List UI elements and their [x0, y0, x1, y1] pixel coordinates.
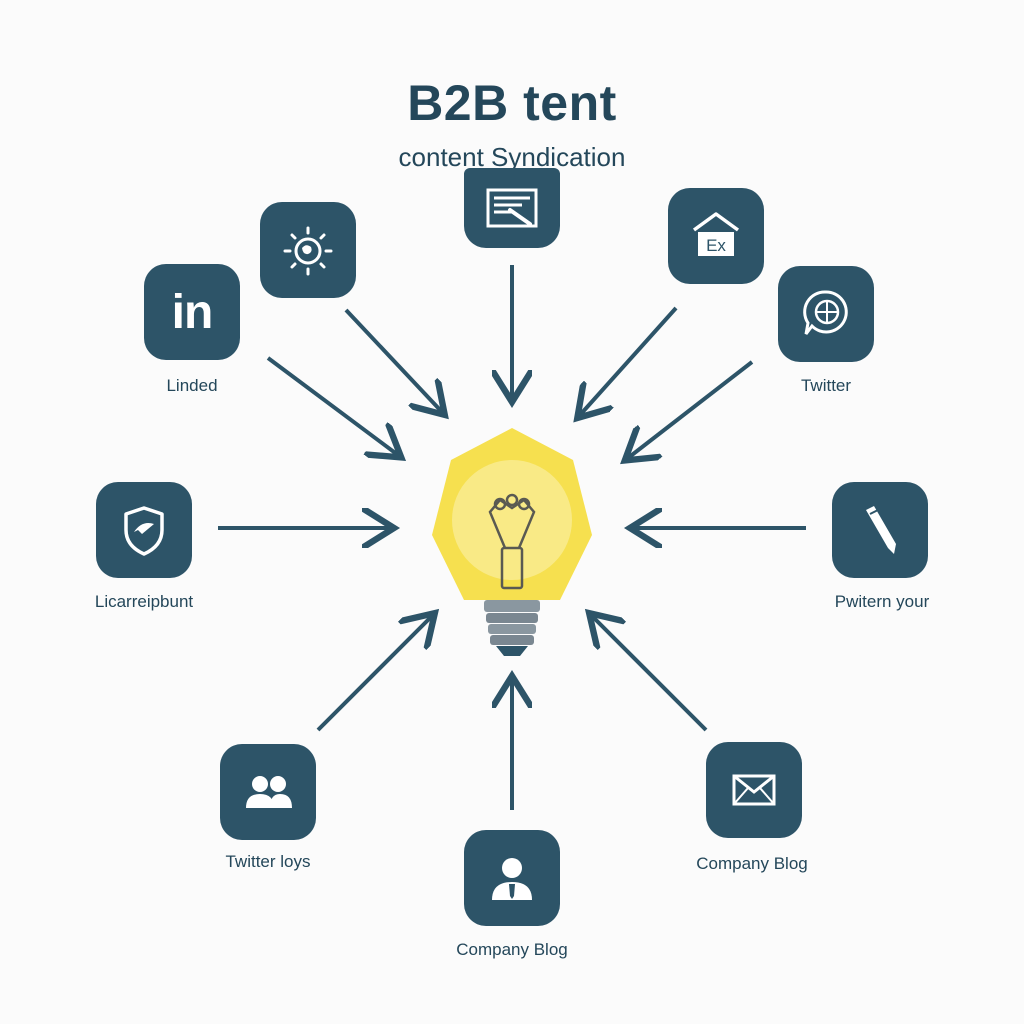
person-icon — [480, 846, 544, 910]
twitter-tile[interactable] — [778, 266, 874, 362]
document-pen-icon — [480, 176, 544, 240]
linkedin-label: Linded — [166, 376, 217, 396]
person-tile[interactable] — [464, 830, 560, 926]
linkedin-tile[interactable]: in — [144, 264, 240, 360]
sun-globe-tile[interactable] — [260, 202, 356, 298]
chat-globe-icon — [794, 282, 858, 346]
twitter-label: Twitter — [801, 376, 851, 396]
pen-label: Pwitern your — [835, 592, 929, 612]
pen-icon — [848, 498, 912, 562]
envelope-icon — [722, 758, 786, 822]
house-ex-text: Ex — [706, 236, 726, 255]
shield-tile[interactable] — [96, 482, 192, 578]
people-tile[interactable] — [220, 744, 316, 840]
house-ex-tile[interactable]: Ex — [668, 188, 764, 284]
mail-tile[interactable] — [706, 742, 802, 838]
document-tile[interactable] — [464, 168, 560, 248]
mail-label: Company Blog — [696, 854, 808, 874]
person-label: Company Blog — [456, 940, 568, 960]
house-ex-icon: Ex — [684, 204, 748, 268]
pen-tile[interactable] — [832, 482, 928, 578]
people-icon — [236, 760, 300, 824]
shield-check-icon — [112, 498, 176, 562]
people-label: Twitter loys — [225, 852, 310, 872]
shield-label: Licarreipbunt — [95, 592, 193, 612]
linkedin-icon: in — [172, 285, 213, 340]
sun-globe-icon — [276, 218, 340, 282]
